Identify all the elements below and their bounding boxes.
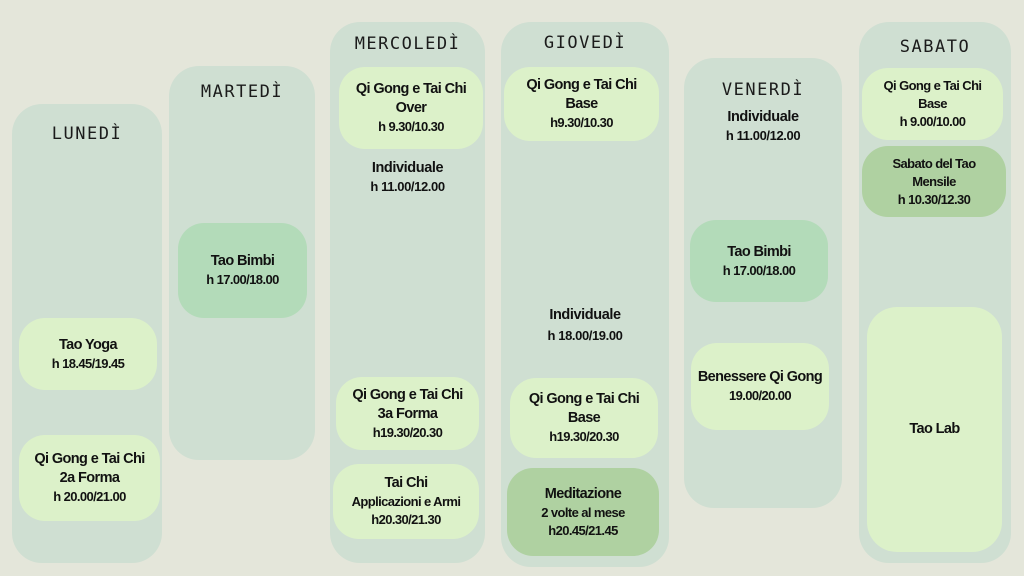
class-time: h19.30/20.30: [549, 429, 619, 444]
column-sabato: SABATO Qi Gong e Tai Chi Base h 9.00/10.…: [859, 22, 1011, 563]
class-title: Tao Lab: [909, 421, 960, 437]
class-subtitle: 2a Forma: [59, 470, 120, 486]
class-individuale[interactable]: Individuale h 18.00/19.00: [501, 306, 669, 345]
class-title: Qi Gong e Tai Chi: [526, 77, 637, 93]
class-title: Individuale: [727, 109, 799, 125]
class-title: Meditazione: [544, 485, 622, 502]
day-label-mercoledi: MERCOLEDÌ: [354, 34, 461, 54]
class-title: Qi Gong e Tai Chi: [355, 81, 467, 97]
class-subtitle: Applicazioni e Armi: [351, 494, 461, 509]
class-individuale[interactable]: Individuale h 11.00/12.00: [684, 108, 842, 145]
class-meditazione[interactable]: Meditazione 2 volte al mese h20.45/21.45: [507, 468, 659, 556]
class-title: Qi Gong e Tai Chi: [34, 451, 145, 467]
class-time: h 17.00/18.00: [722, 262, 796, 278]
class-qigong-2a-forma[interactable]: Qi Gong e Tai Chi 2a Forma h 20.00/21.00: [19, 435, 160, 521]
day-label-venerdi: VENERDÌ: [721, 80, 805, 100]
class-tao-yoga[interactable]: Tao Yoga h 18.45/19.45: [19, 318, 157, 390]
class-time: h 10.30/12.30: [897, 191, 971, 207]
class-time: h 18.45/19.45: [51, 355, 125, 371]
class-title: Qi Gong e Tai Chi: [883, 78, 983, 93]
class-qigong-base[interactable]: Qi Gong e Tai Chi Base h 9.00/10.00: [862, 68, 1003, 140]
class-subtitle: Base: [918, 96, 947, 111]
class-tai-chi-applicazioni[interactable]: Tai Chi Applicazioni e Armi h20.30/21.30: [333, 464, 479, 539]
class-title: Tai Chi: [384, 475, 428, 491]
class-qigong-base-morning[interactable]: Qi Gong e Tai Chi Base h9.30/10.30: [504, 67, 659, 141]
class-title: Qi Gong e Tai Chi: [528, 391, 640, 407]
class-title: Individuale: [549, 307, 621, 323]
class-time: h 9.30/10.30: [378, 119, 444, 134]
day-label-lunedi: LUNEDÌ: [51, 124, 123, 144]
class-time: h20.45/21.45: [548, 522, 618, 538]
column-mercoledi: MERCOLEDÌ Qi Gong e Tai Chi Over h 9.30/…: [330, 22, 485, 563]
class-benessere-qigong[interactable]: Benessere Qi Gong 19.00/20.00: [691, 343, 829, 430]
class-title: Tao Bimbi: [210, 253, 275, 269]
class-qigong-base-evening[interactable]: Qi Gong e Tai Chi Base h19.30/20.30: [510, 378, 658, 458]
class-title: Tao Yoga: [58, 336, 118, 353]
class-qigong-over[interactable]: Qi Gong e Tai Chi Over h 9.30/10.30: [339, 67, 483, 149]
class-time: h20.30/21.30: [371, 512, 441, 527]
class-time: h 20.00/21.00: [53, 489, 126, 504]
class-subtitle: Base: [565, 96, 598, 112]
class-time: h 17.00/18.00: [206, 272, 279, 287]
class-time: h9.30/10.30: [550, 115, 613, 130]
class-time: 19.00/20.00: [728, 388, 792, 403]
class-subtitle: 2 volte al mese: [541, 504, 625, 520]
class-sabato-del-tao[interactable]: Sabato del Tao Mensile h 10.30/12.30: [862, 146, 1006, 217]
class-title: Benessere Qi Gong: [697, 369, 823, 385]
class-title: Qi Gong e Tai Chi: [352, 386, 463, 403]
class-time: h 9.00/10.00: [899, 114, 966, 129]
day-label-giovedi: GIOVEDÌ: [543, 33, 627, 53]
day-label-martedi: MARTEDÌ: [200, 82, 284, 102]
class-time: h 11.00/12.00: [725, 128, 801, 143]
class-tao-lab[interactable]: Tao Lab: [867, 307, 1002, 552]
day-label-sabato: SABATO: [899, 37, 971, 57]
class-tao-bimbi[interactable]: Tao Bimbi h 17.00/18.00: [178, 223, 307, 318]
class-title: Tao Bimbi: [727, 243, 791, 260]
class-qigong-3a-forma[interactable]: Qi Gong e Tai Chi 3a Forma h19.30/20.30: [336, 377, 479, 450]
column-venerdi: VENERDÌ Individuale h 11.00/12.00 Tao Bi…: [684, 58, 842, 508]
column-giovedi: GIOVEDÌ Qi Gong e Tai Chi Base h9.30/10.…: [501, 22, 669, 567]
class-individuale[interactable]: Individuale h 11.00/12.00: [330, 159, 485, 196]
class-time: h19.30/20.30: [372, 424, 443, 440]
column-martedi: MARTEDÌ Tao Bimbi h 17.00/18.00: [169, 66, 315, 460]
class-time: h 18.00/19.00: [547, 328, 623, 343]
class-tao-bimbi[interactable]: Tao Bimbi h 17.00/18.00: [690, 220, 828, 302]
class-time: h 11.00/12.00: [370, 179, 445, 194]
class-title: Individuale: [371, 160, 444, 176]
class-title: Sabato del Tao: [892, 155, 976, 171]
class-subtitle: Over: [395, 100, 427, 116]
column-lunedi: LUNEDÌ Tao Yoga h 18.45/19.45 Qi Gong e …: [12, 104, 162, 563]
class-subtitle: Base: [567, 410, 601, 426]
class-subtitle: 3a Forma: [377, 405, 438, 422]
class-subtitle: Mensile: [912, 173, 956, 189]
